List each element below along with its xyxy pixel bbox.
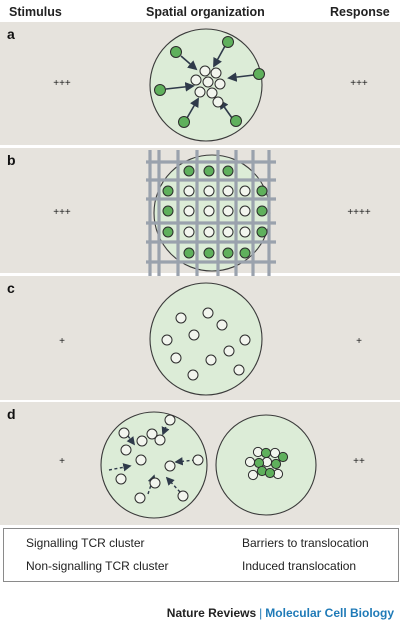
response-level: +++ <box>350 78 368 89</box>
stimulus-level: +++ <box>53 78 71 89</box>
signalling-tcr-clusters <box>253 447 289 479</box>
translocation-arrows <box>165 45 255 119</box>
non-signalling-tcr-clusters <box>183 185 251 238</box>
panel-label: a <box>7 26 15 42</box>
stimulus-column-title: Stimulus <box>9 5 62 19</box>
legend: Signalling TCR cluster Non-signalling TC… <box>3 528 399 582</box>
cell-membrane <box>100 411 208 519</box>
spatial-organization-column-title: Spatial organization <box>146 5 265 19</box>
cell-d-after <box>215 414 317 516</box>
non-signalling-tcr-clusters <box>190 65 226 108</box>
legend-induced-label: Induced translocation <box>242 559 357 573</box>
cell-b <box>146 150 276 276</box>
column-header: Stimulus Spatial organization Response <box>0 0 400 22</box>
cell-c <box>149 282 263 396</box>
stimulus-level: + <box>59 456 65 467</box>
journal-credit: Nature Reviews|Molecular Cell Biology <box>167 606 394 620</box>
panel-label: c <box>7 280 15 296</box>
credit-separator: | <box>259 606 263 620</box>
legend-barriers-label: Barriers to translocation <box>242 536 369 550</box>
journal-name: Nature Reviews <box>166 606 257 620</box>
legend-signalling-label: Signalling TCR cluster <box>26 536 145 550</box>
response-level: ++ <box>353 456 365 467</box>
translocation-barrier-grid <box>146 150 276 276</box>
panel-label: d <box>7 406 16 422</box>
response-level: + <box>356 336 362 347</box>
cell-d-before <box>100 411 208 519</box>
cell-membrane <box>149 282 263 396</box>
response-level: ++++ <box>347 207 371 218</box>
journal-subtitle: Molecular Cell Biology <box>265 606 394 620</box>
signalling-tcr-clusters <box>162 165 268 259</box>
non-signalling-tcr-clusters <box>115 414 204 504</box>
response-column-title: Response <box>330 5 390 19</box>
stimulus-level: + <box>59 336 65 347</box>
signalling-tcr-clusters <box>154 36 265 128</box>
legend-nonsignalling-label: Non-signalling TCR cluster <box>26 559 169 573</box>
non-signalling-tcr-clusters <box>161 307 251 381</box>
stimulus-level: +++ <box>53 207 71 218</box>
panel-label: b <box>7 152 16 168</box>
cell-a <box>149 28 265 142</box>
